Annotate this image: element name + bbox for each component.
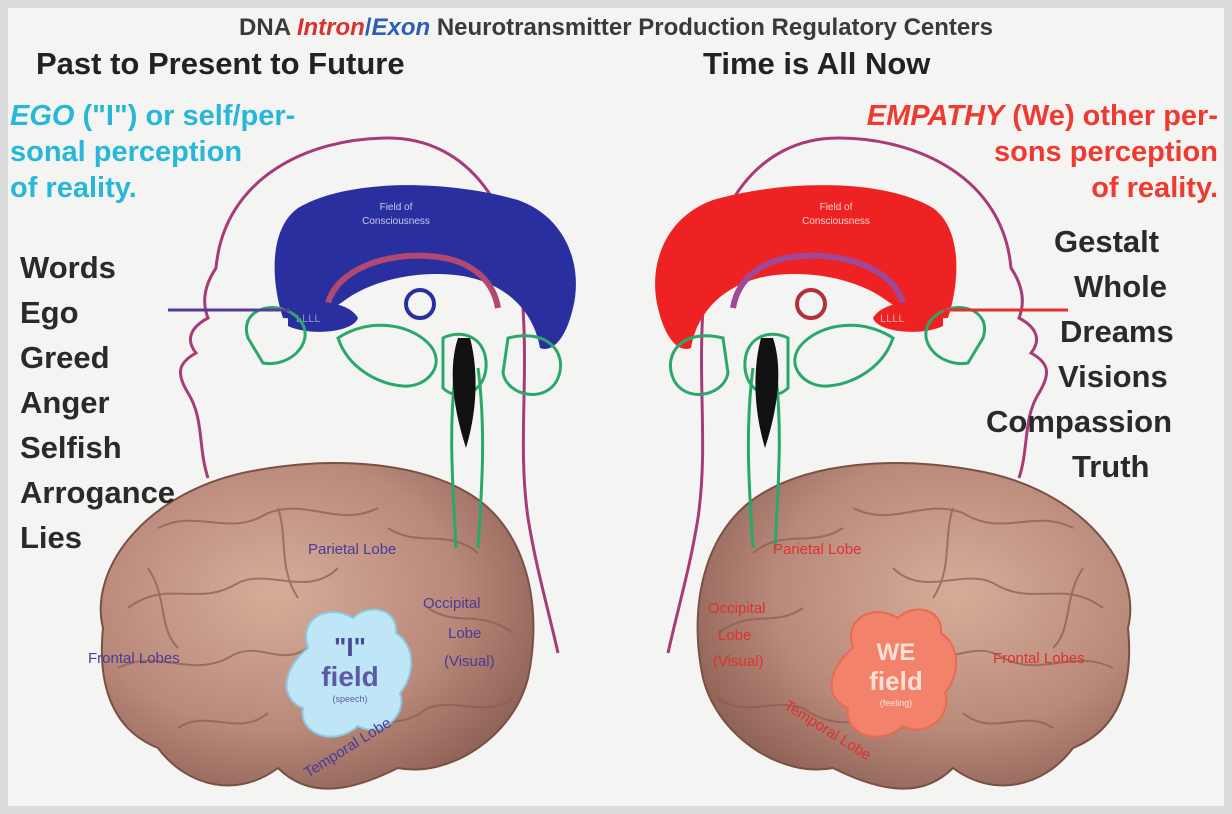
right-limbic-lobe-2: [670, 336, 728, 395]
right-parietal-label: Parietal Lobe: [773, 541, 861, 558]
empathy-line-2: sons perception: [994, 136, 1218, 169]
left-word-1: Words: [20, 250, 116, 286]
left-center-label-1: "I": [334, 632, 366, 662]
left-word-5: Selfish: [20, 430, 122, 466]
right-word-5: Compassion: [986, 404, 1172, 440]
left-word-7: Lies: [20, 520, 82, 556]
left-center-label-2: field: [321, 661, 379, 692]
right-nuclei-marks: LLLL: [880, 313, 904, 325]
right-word-1: Gestalt: [1054, 224, 1159, 260]
ego-line-1-rest: ("I") or self/per-: [74, 100, 295, 132]
left-field-label-2: Consciousness: [362, 216, 430, 227]
right-word-2: Whole: [1074, 269, 1167, 305]
left-word-2: Ego: [20, 295, 79, 331]
left-occipital-label-1: Occipital: [423, 595, 481, 612]
left-occipital-label-3: (Visual): [444, 653, 495, 670]
diagram-title: DNA Intron/Exon Neurotransmitter Product…: [8, 14, 1224, 42]
right-occipital-label-1: Occipital: [708, 600, 766, 617]
title-intron: Intron: [297, 14, 365, 41]
left-heading: Past to Present to Future: [36, 46, 405, 82]
left-occipital-label-2: Lobe: [448, 625, 481, 642]
left-word-6: Arrogance: [20, 475, 175, 511]
right-field-label-2: Consciousness: [802, 216, 870, 227]
right-center-label-3: (feeling): [880, 698, 913, 708]
ego-line-3: of reality.: [10, 172, 137, 205]
right-limbic-lobe-3: [795, 325, 893, 386]
left-parietal-label: Parietal Lobe: [308, 541, 396, 558]
left-word-3: Greed: [20, 340, 110, 376]
title-exon: Exon: [371, 14, 430, 41]
left-pineal: [453, 338, 476, 448]
right-word-4: Visions: [1058, 359, 1168, 395]
left-limbic-lobe-2: [503, 336, 561, 395]
left-center-label-3: (speech): [332, 694, 367, 704]
title-suffix: Neurotransmitter Production Regulatory C…: [430, 14, 993, 41]
empathy-line-3: of reality.: [1091, 172, 1218, 205]
right-pineal: [755, 338, 778, 448]
empathy-line-1-rest: (We) other per-: [1004, 100, 1218, 132]
left-word-4: Anger: [20, 385, 110, 421]
empathy-line-1: EMPATHY (We) other per-: [867, 100, 1218, 133]
diagram-frame: LLLL Field of Consciousness Parietal Lob…: [8, 8, 1224, 806]
left-hippocampus: [406, 290, 434, 318]
right-word-6: Truth: [1072, 449, 1150, 485]
right-word-3: Dreams: [1060, 314, 1174, 350]
right-limbic-lobe-1: [926, 308, 985, 364]
right-frontal-label: Frontal Lobes: [993, 650, 1085, 667]
left-limbic-lobe-3: [338, 325, 436, 386]
ego-line-2: sonal perception: [10, 136, 242, 169]
right-hippocampus: [797, 290, 825, 318]
empathy-emphasis: EMPATHY: [867, 100, 1004, 132]
right-occipital-label-2: Lobe: [718, 627, 751, 644]
ego-emphasis: EGO: [10, 100, 74, 132]
right-center-label-1: WE: [877, 639, 916, 666]
right-center-label-2: field: [869, 666, 922, 696]
left-field-label-1: Field of: [380, 202, 413, 213]
right-occipital-label-3: (Visual): [713, 653, 764, 670]
left-frontal-label: Frontal Lobes: [88, 650, 180, 667]
title-prefix: DNA: [239, 14, 297, 41]
right-field-label-1: Field of: [820, 202, 853, 213]
left-limbic-lobe-1: [246, 308, 305, 364]
ego-line-1: EGO ("I") or self/per-: [10, 100, 295, 133]
right-heading: Time is All Now: [703, 46, 930, 82]
